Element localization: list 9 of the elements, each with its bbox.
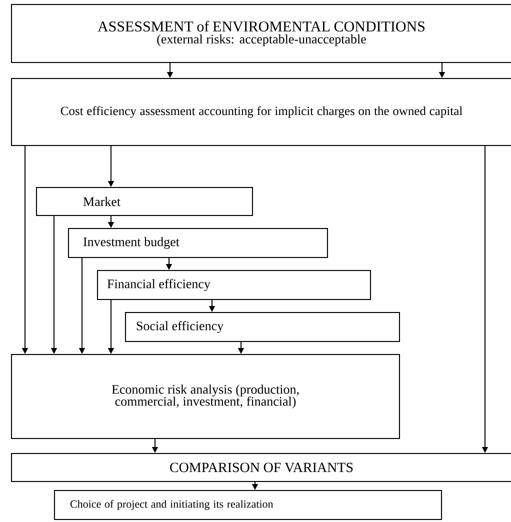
process-box: Cost efficiency assessment accounting for implicit charges on the owned capital xyxy=(11,78,511,146)
process-box: Financial efficiency xyxy=(97,270,371,300)
process-box: Economic risk analysis (production, commercial, investment, financial) xyxy=(11,354,400,439)
process-box: Choice of project and initiating its realization xyxy=(54,490,442,520)
heading-box: ASSESSMENT of ENVIROMENTAL CONDITIONS (external risks: acceptable-unacceptable xyxy=(11,4,511,63)
process-box: Social efficiency xyxy=(125,312,400,342)
process-box: Market xyxy=(36,187,253,216)
process-box: Investment budget xyxy=(68,228,328,258)
heading-box: COMPARISON OF VARIANTS xyxy=(11,453,511,482)
